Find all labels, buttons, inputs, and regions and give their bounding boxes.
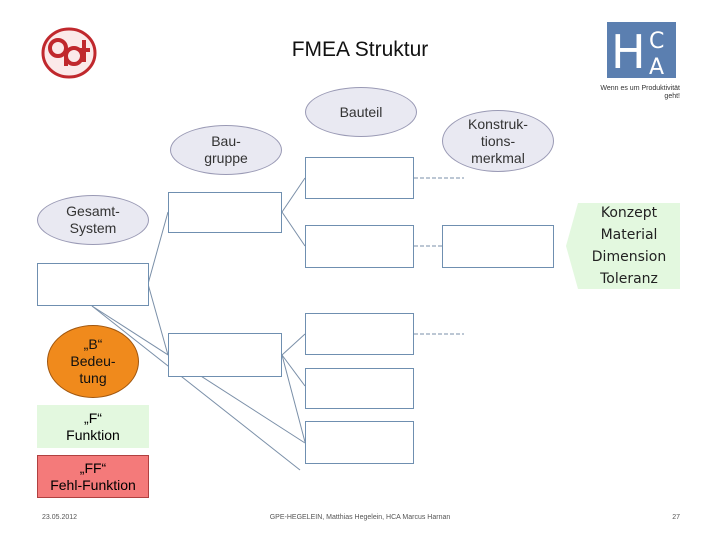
hca-letter-a: A (649, 55, 664, 78)
gpe-logo (41, 27, 97, 79)
footer-date: 23.05.2012 (42, 514, 78, 521)
node-gesamt-system: Gesamt-System (37, 195, 149, 245)
legend-bedeutung: „B“Bedeu-tung (47, 325, 139, 398)
system-box (37, 263, 149, 306)
callout-item: Konzept (600, 205, 658, 221)
callout-item: Material (600, 227, 658, 243)
baugruppe-box-2 (168, 333, 282, 377)
node-bauteil: Bauteil (305, 87, 417, 137)
page-title: FMEA Struktur (291, 38, 429, 61)
bauteil-box-5 (305, 421, 414, 464)
footer-credits: GPE-HEGELEIN, Matthias Hegelein, HCA Mar… (269, 514, 451, 521)
hca-logo: H C A (607, 22, 676, 80)
slogan: Wenn es um Produktivität geht! (600, 85, 680, 100)
bauteil-box-2 (305, 225, 414, 268)
callout-item: Toleranz (600, 271, 658, 287)
bauteil-box-3 (305, 313, 414, 355)
legend-funktion: „F“Funktion (37, 405, 149, 448)
legend-fehl-funktion: „FF“Fehl-Funktion (37, 455, 149, 498)
baugruppe-box-1 (168, 192, 282, 233)
hca-letter-h: H (611, 25, 646, 78)
callout-item: Dimension (591, 249, 667, 265)
bauteil-box-4 (305, 368, 414, 409)
merkmal-callout: Konzept Material Dimension Toleranz (578, 203, 680, 289)
node-baugruppe: Bau-gruppe (170, 125, 282, 175)
node-konstruktionsmerkmal: Konstruk-tions-merkmal (442, 110, 554, 172)
merkmal-box (442, 225, 554, 268)
bauteil-box-1 (305, 157, 414, 199)
hca-letter-c: C (649, 29, 664, 54)
page-number: 27 (672, 514, 680, 521)
